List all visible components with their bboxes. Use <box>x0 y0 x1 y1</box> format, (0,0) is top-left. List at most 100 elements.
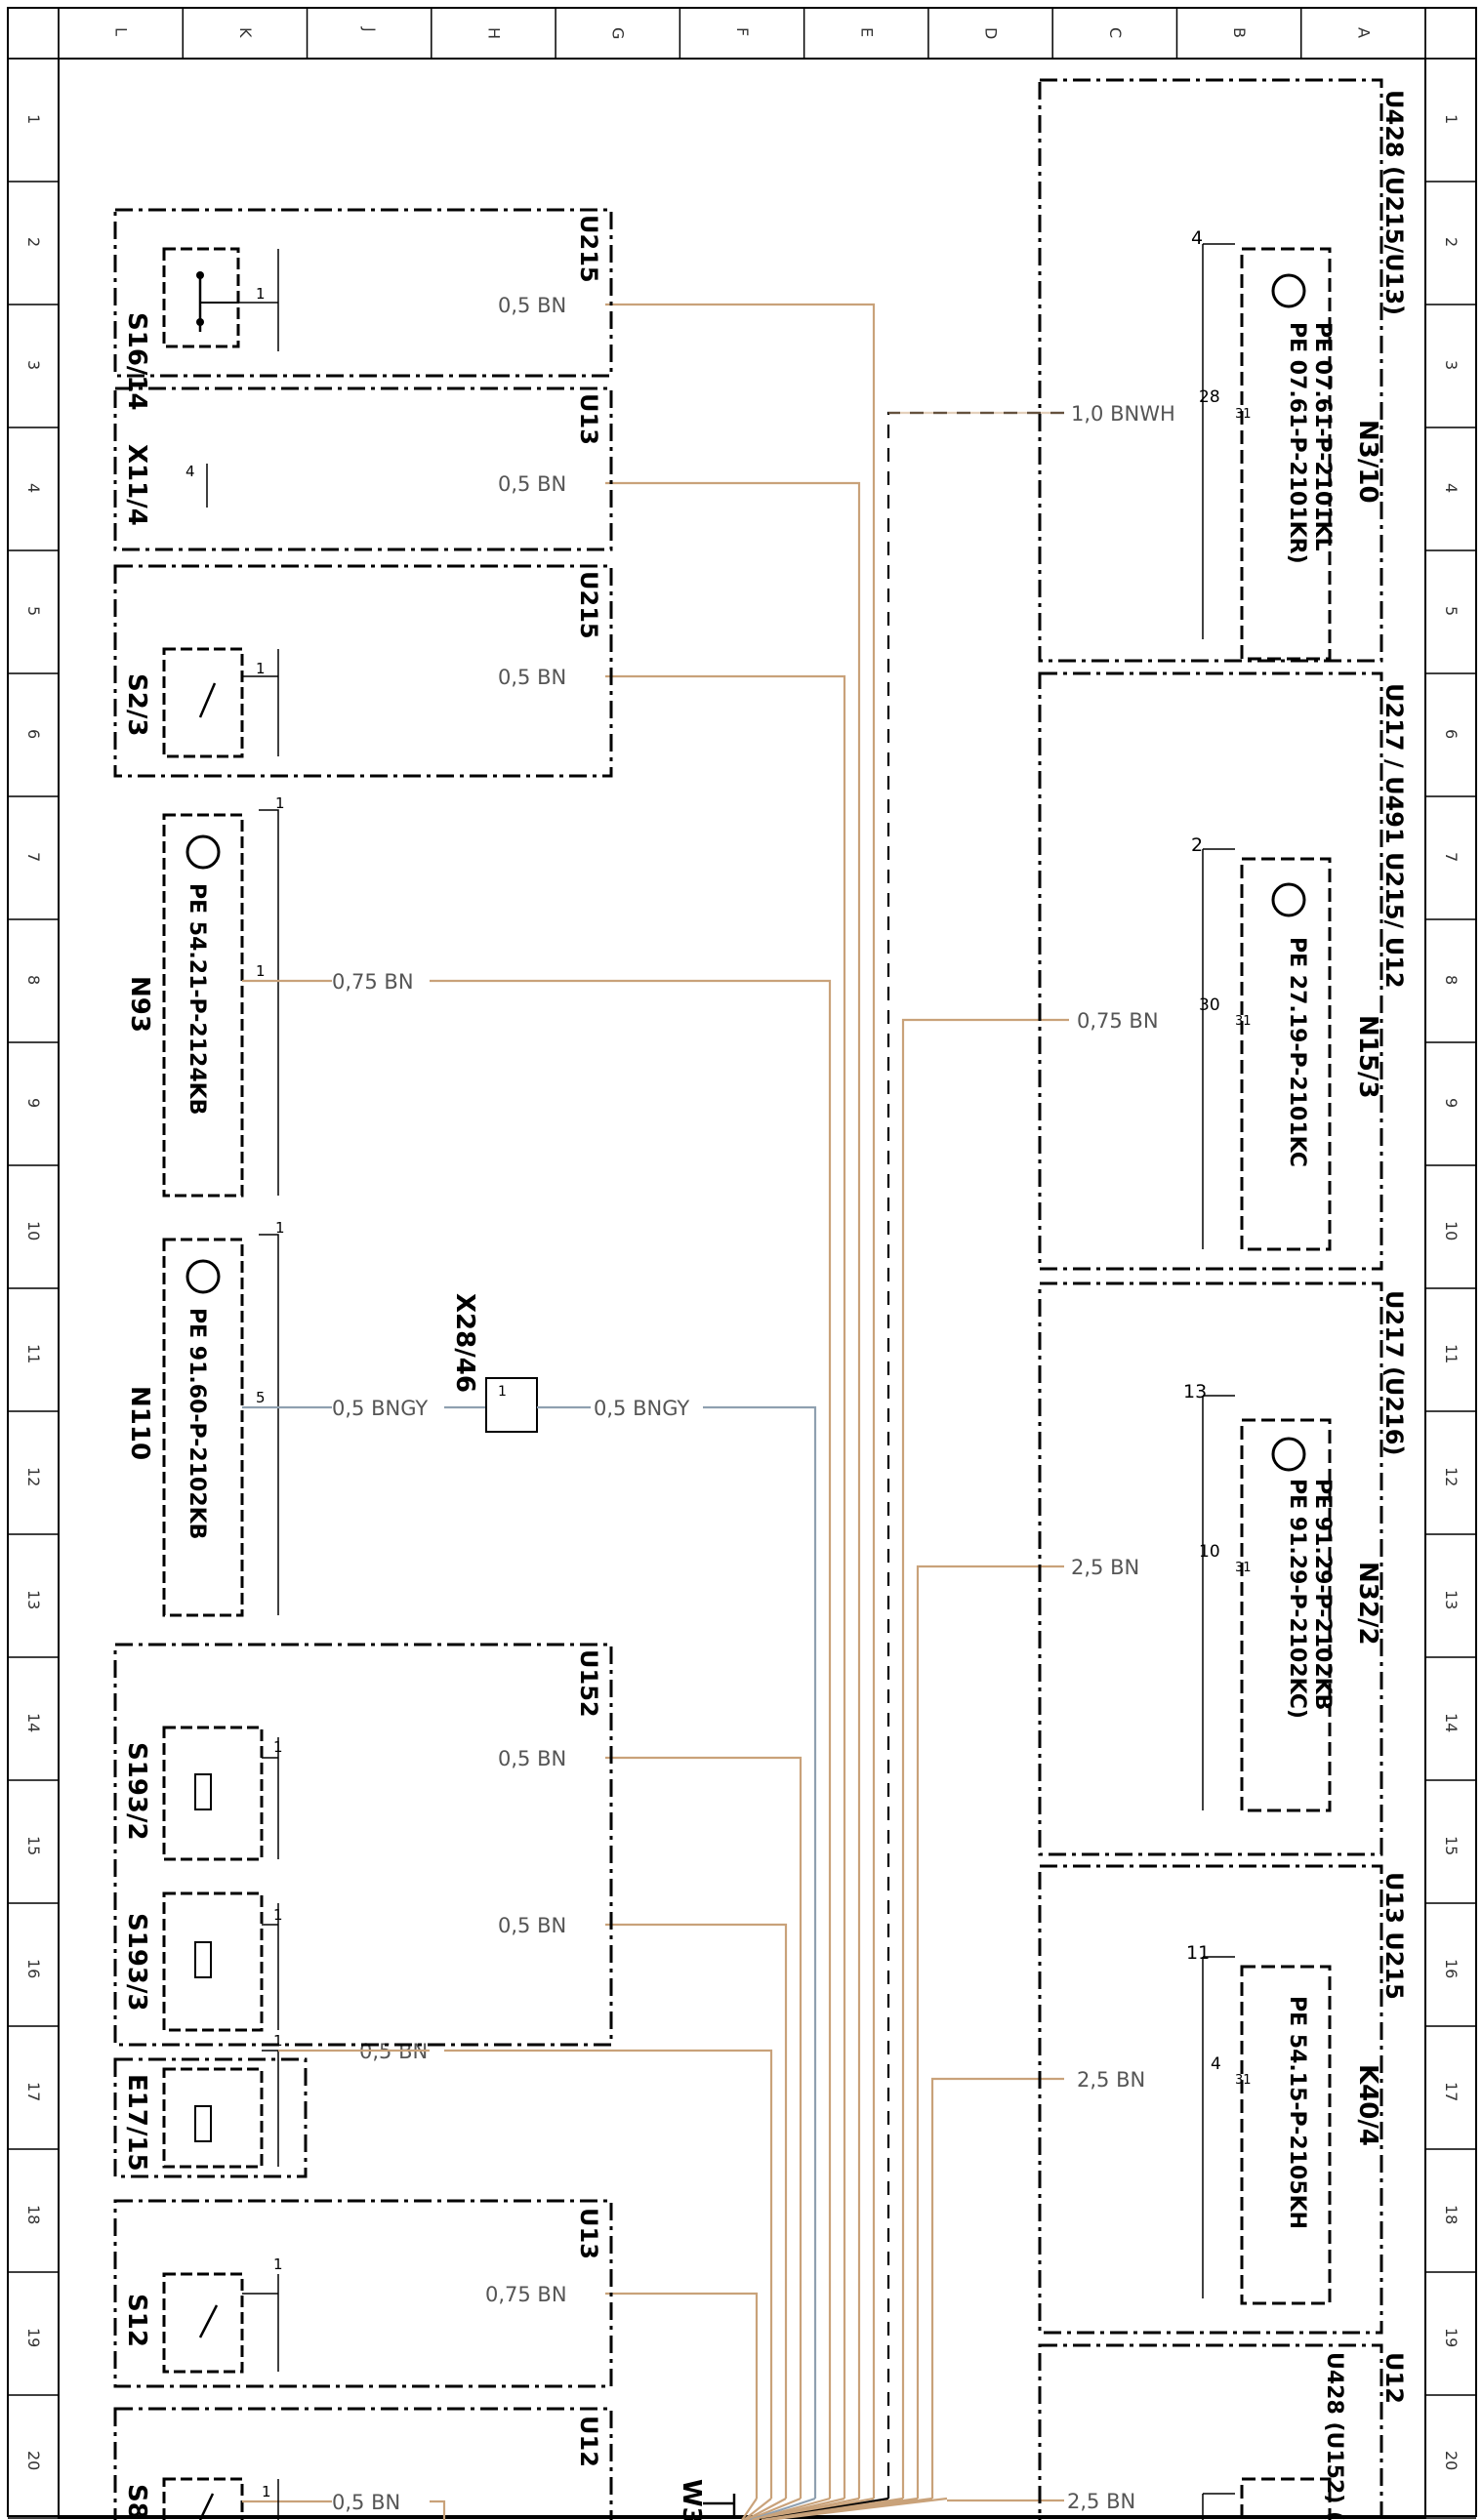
gnd-label: 31 <box>1235 1014 1252 1029</box>
pin-label: 11 <box>1186 1942 1210 1964</box>
component-label-s193-3: S193/3 <box>122 1913 151 2012</box>
component-e17-15: 1 E17/15 <box>113 2032 430 2178</box>
grid-column-label: C <box>1106 27 1125 38</box>
pin-label: 4 <box>185 463 195 480</box>
component-label-w3: W3 <box>677 2479 706 2520</box>
component-label-n93: N93 <box>125 976 154 1033</box>
component-u428-bottom: U428 (U152) (U127) U12 <box>1202 2352 1408 2520</box>
grid-row-label: 6 <box>1442 729 1461 739</box>
component-label-n32-2: N32/2 <box>1353 1562 1382 1646</box>
pe-reference: PE 54.15-P-2105KH <box>1285 1996 1309 2229</box>
grid-row-label: 4 <box>24 483 43 493</box>
component-label-s12: S12 <box>122 2294 151 2347</box>
pin-label: 13 <box>1183 1381 1207 1402</box>
group-label: U215 <box>575 571 602 639</box>
pe-reference: PE 91.29-P-2102KB <box>1310 1479 1335 1710</box>
pin-label: 4 <box>1191 227 1203 249</box>
component-label-s193-2: S193/2 <box>122 1742 151 1841</box>
component-k40-4: 11 4 31 K40/4 PE 54.15-P-2105KH <box>1186 1942 1382 2305</box>
grid-row-label: 17 <box>1442 2082 1461 2101</box>
grid-row-label: 20 <box>24 2451 43 2470</box>
wire-label-s12: 0,75 BN <box>485 2283 567 2306</box>
pin-label: 1 <box>273 1738 283 1756</box>
pin-label: 2 <box>1191 834 1203 856</box>
pin-label: 1 <box>256 285 266 303</box>
wire-label-n110a: 0,5 BNGY <box>332 1397 428 1420</box>
gnd-label: 31 <box>1235 2073 1252 2088</box>
grid-row-label: 7 <box>24 852 43 862</box>
component-label-n3-10: N3/10 <box>1353 420 1382 504</box>
grid-row-label: 9 <box>24 1098 43 1108</box>
grid-row-label: 20 <box>1442 2451 1461 2470</box>
wire-label-s16: 0,5 BN <box>498 294 566 317</box>
pe-reference: PE 07.61-P-2101KR) <box>1285 322 1309 564</box>
grid-row-label: 16 <box>1442 1959 1461 1978</box>
pin-label: 1 <box>262 2483 271 2500</box>
grid-row-label: 6 <box>24 729 43 739</box>
group-label-u217b: U217 (U216) <box>1380 1290 1408 1455</box>
pin-label: 1 <box>275 794 285 812</box>
component-label-n110: N110 <box>125 1386 154 1460</box>
component-label-k40-4: K40/4 <box>1353 2064 1382 2146</box>
wire-label-s85: 0,5 BN <box>332 2491 400 2514</box>
group-label: U215 <box>575 215 602 283</box>
group-label: U12 <box>1380 2352 1408 2404</box>
component-s16-14: 1 S16/14 U215 <box>113 208 613 411</box>
grid-row-label: 16 <box>24 1959 43 1978</box>
pin-label: 30 <box>1199 996 1220 1015</box>
pin-label: 1 <box>256 962 266 980</box>
grid-row-label: 14 <box>1442 1713 1461 1732</box>
pin-label: 1 <box>256 660 266 677</box>
component-label-n15-3: N15/3 <box>1353 1015 1382 1099</box>
grid-column-label: A <box>1354 27 1373 38</box>
group-label: U13 U215 <box>1380 1872 1408 2000</box>
grid-row-label: 13 <box>1442 1590 1461 1609</box>
grid-row-label: 5 <box>24 606 43 616</box>
component-label-s16-14: S16/14 <box>122 312 151 411</box>
wire-label-n15: 0,75 BN <box>1077 1009 1159 1033</box>
pin-label: 28 <box>1199 387 1220 407</box>
pe-reference: PE 54.21-P-2124KB <box>185 883 209 1115</box>
grid-row-label: 12 <box>24 1467 43 1486</box>
pin-label: 1 <box>498 1384 507 1400</box>
gnd-label: 31 <box>1235 407 1252 422</box>
grid-row-label: 5 <box>1442 606 1461 616</box>
grid-column-label: G <box>609 27 628 39</box>
grid-row-label: 19 <box>24 2328 43 2347</box>
group-label-u428: U428 (U215/U13) <box>1380 90 1408 315</box>
wire-label-n3: 1,0 BNWH <box>1071 402 1175 426</box>
grid-column-label: F <box>733 27 752 36</box>
component-n110: 1 5 PE 91.60-P-2102KB N110 <box>125 1219 332 1617</box>
pin-label: 1 <box>273 1906 283 1924</box>
component-n93: 1 1 PE 54.21-P-2124KB N93 <box>125 794 332 1198</box>
grid-row-label: 17 <box>24 2082 43 2101</box>
grid-row-label: 13 <box>24 1590 43 1609</box>
grid-column-label: H <box>484 27 503 39</box>
component-label-e17-15: E17/15 <box>122 2074 151 2172</box>
grid-row-label: 3 <box>24 360 43 370</box>
wire-label-n110b: 0,5 BNGY <box>594 1397 689 1420</box>
pe-reference: PE 91.60-P-2102KB <box>185 1308 209 1539</box>
pe-reference: PE 27.19-P-2101KC <box>1285 937 1309 1167</box>
wire-label-k40: 2,5 BN <box>1077 2068 1145 2092</box>
grid-row-label: 8 <box>24 975 43 985</box>
wire-label-s193-3: 0,5 BN <box>498 1914 566 1937</box>
wire-label-s2: 0,5 BN <box>498 666 566 689</box>
group-label: U13 <box>575 2208 602 2259</box>
grid-row-label: 14 <box>24 1713 43 1732</box>
grid-column-label: D <box>982 27 1001 39</box>
grid-row-label: 15 <box>1442 1836 1461 1855</box>
component-label-s85: S85 <box>122 2484 151 2520</box>
component-label-x28-46: X28/46 <box>450 1293 479 1393</box>
wire-label-n32: 2,5 BN <box>1071 1556 1139 1579</box>
grid-column-label: B <box>1230 27 1249 38</box>
component-x28-46: 1 X28/46 <box>444 1293 591 1433</box>
grid-row-label: 12 <box>1442 1467 1461 1486</box>
grid-column-label: E <box>857 27 876 37</box>
group-label: U428 (U215/U13) <box>1380 90 1408 315</box>
group-label: U217 / U491 U215/ U12 <box>1380 683 1408 989</box>
component-label-s2-3: S2/3 <box>122 673 151 736</box>
grid-row-label: 7 <box>1442 852 1461 862</box>
